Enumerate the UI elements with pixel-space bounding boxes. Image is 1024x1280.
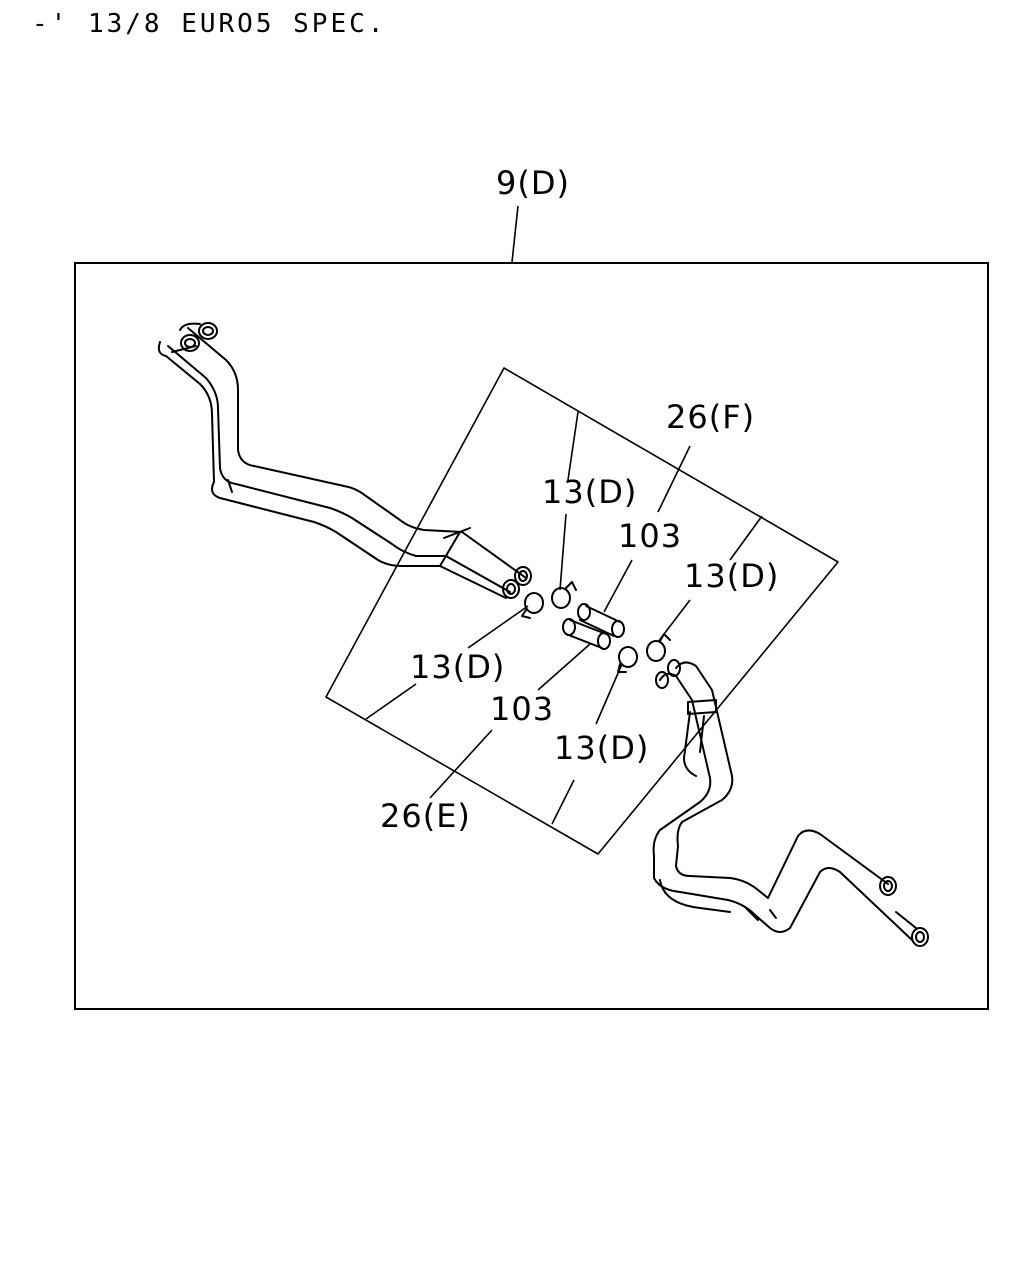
- callout-clamp-upper-right: 13(D): [684, 557, 779, 595]
- left-pipe-assembly: [157, 322, 532, 599]
- spec-note: -' 13/8 EURO5 SPEC.: [32, 9, 386, 39]
- hose-lower: [562, 618, 611, 650]
- callout-kit-e: 26(E): [380, 797, 471, 835]
- clamp-left-lower: [521, 592, 544, 619]
- callout-hose-lower: 103: [490, 690, 554, 728]
- callout-kit-f: 26(F): [666, 398, 755, 436]
- leader-assembly: [511, 205, 519, 263]
- leader-lines: [365, 411, 763, 825]
- left-pipe-end-1: [198, 322, 218, 340]
- left-pipe-end-3: [514, 566, 532, 586]
- right-pipe-assembly: [652, 659, 929, 947]
- left-pipe-end-4: [502, 579, 520, 599]
- callout-clamp-upper-left: 13(D): [542, 473, 637, 511]
- callout-hose-upper: 103: [618, 517, 682, 555]
- left-pipe-end-2: [180, 334, 200, 352]
- callout-assembly: 9(D): [496, 164, 570, 202]
- callout-clamp-lower-left: 13(D): [410, 648, 505, 686]
- callout-clamp-lower-right: 13(D): [554, 729, 649, 767]
- kit-outline: [325, 367, 839, 855]
- right-pipe-end-1: [879, 876, 897, 896]
- clamp-left-upper: [551, 581, 577, 609]
- assembly-frame: [74, 262, 989, 1010]
- hose-upper: [577, 603, 625, 638]
- clamp-right-upper: [646, 633, 671, 662]
- right-pipe-end-2: [911, 927, 929, 947]
